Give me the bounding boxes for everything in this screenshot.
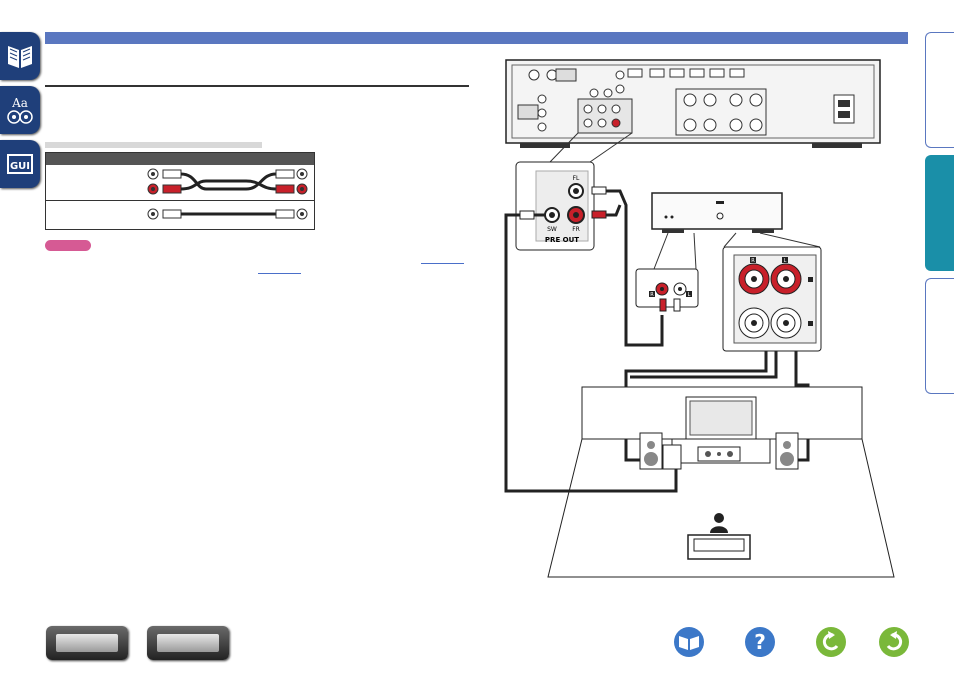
amp-r-label: R — [650, 292, 654, 298]
fl-jack-label: FL — [573, 175, 580, 182]
pre-out-closeup: FL SW FR PRE OUT — [515, 161, 595, 251]
subwoofer-cable — [147, 208, 308, 220]
room-layout — [547, 386, 895, 578]
question-icon: ? — [745, 627, 775, 657]
audio-cable — [147, 168, 308, 195]
book-icon — [674, 627, 704, 657]
gui-tab[interactable]: GUI — [0, 140, 40, 188]
right-tab-2[interactable] — [925, 155, 954, 271]
rear-panel-icon — [157, 634, 219, 652]
help-label: ? — [754, 630, 766, 654]
gui-icon: GUI — [7, 154, 33, 174]
amp-l-label: L — [688, 292, 691, 298]
cable-table — [45, 152, 315, 230]
spk-l-label: L — [784, 258, 787, 264]
front-panel-thumb[interactable] — [46, 626, 128, 660]
connection-diagram: FL SW FR PRE OUT R L R L — [504, 59, 895, 578]
back-arrow-icon — [816, 627, 846, 657]
fr-jack-label: FR — [572, 226, 580, 233]
forward-button[interactable] — [878, 626, 910, 658]
front-panel-icon — [56, 634, 118, 652]
forward-arrow-icon — [879, 627, 909, 657]
header-bar — [45, 32, 908, 44]
right-tab-1[interactable] — [925, 32, 954, 148]
spk-r-label: R — [751, 258, 755, 264]
cable-table-divider — [46, 200, 314, 201]
subheading-bar — [45, 142, 262, 148]
page-link[interactable] — [258, 273, 301, 274]
amp-speaker-terminals: R L — [722, 246, 822, 352]
contents-button[interactable] — [673, 626, 705, 658]
pre-out-label: PRE OUT — [545, 236, 579, 244]
glossary-icon: Aa — [7, 96, 33, 124]
right-tab-3[interactable] — [925, 278, 954, 394]
help-button[interactable]: ? — [744, 626, 776, 658]
section-divider — [45, 85, 469, 87]
manual-tab[interactable] — [0, 32, 40, 80]
sw-jack-label: SW — [547, 226, 557, 233]
amp-input-closeup: R L — [635, 268, 699, 312]
book-icon — [8, 46, 32, 68]
receiver-rear-panel — [505, 59, 881, 148]
note-badge — [45, 240, 91, 251]
glossary-label: Aa — [11, 96, 28, 110]
back-button[interactable] — [815, 626, 847, 658]
power-amplifier — [651, 192, 783, 233]
gui-label: GUI — [10, 161, 30, 172]
rear-panel-thumb[interactable] — [147, 626, 229, 660]
glossary-tab[interactable]: Aa — [0, 86, 40, 134]
cable-table-header — [46, 153, 314, 165]
page-link[interactable] — [421, 263, 464, 264]
cable-illustrations — [147, 168, 308, 220]
